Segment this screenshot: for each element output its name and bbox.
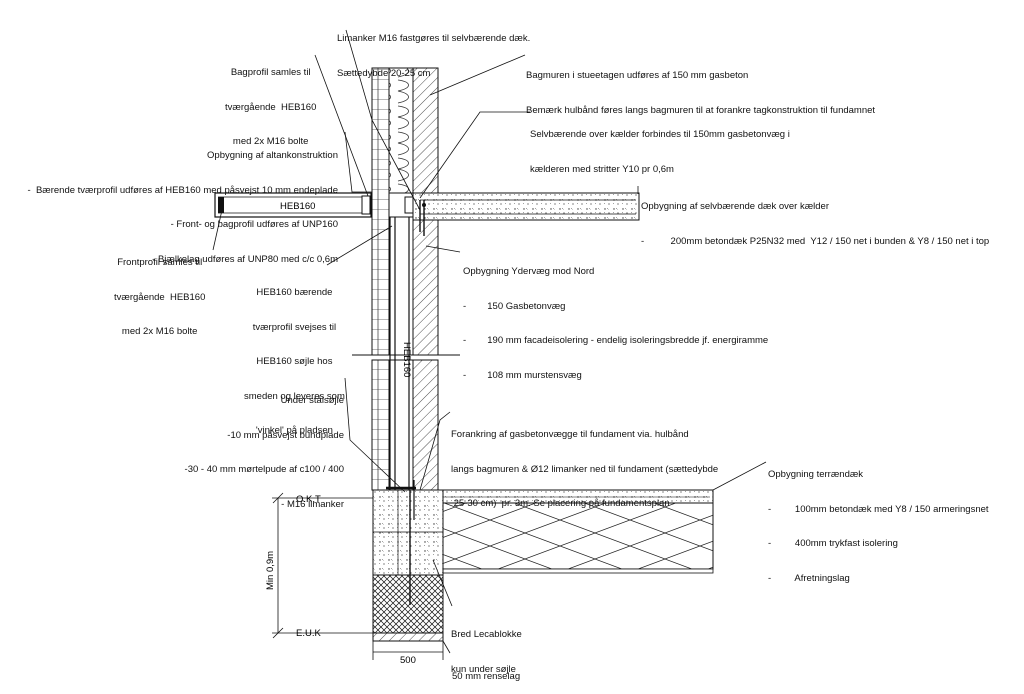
min-depth-label: Min 0,9m xyxy=(265,551,276,590)
terrain-deck xyxy=(412,489,714,574)
daek-note: Opbygning af selvbærende dæk over kælder… xyxy=(641,178,989,259)
bagprofil-line-2: tværgående HEB160 xyxy=(225,101,317,113)
under-staalsoejle-line-1: Under stålsøjle xyxy=(280,395,344,406)
limanker-note: Limanker M16 fastgøres til selvbærende d… xyxy=(337,10,530,91)
terraendaek-note: Opbygning terrændæk - 100mm betondæk med… xyxy=(768,446,989,596)
heb160-column xyxy=(386,214,416,490)
daek-line-2: - 200mm betondæk P25N32 med Y12 / 150 ne… xyxy=(641,235,990,247)
heb-soejle-line-3: HEB160 søjle hos xyxy=(256,356,333,367)
foundation xyxy=(372,480,444,642)
selvbaerende-line-1: Selvbærende over kælder forbindes til 15… xyxy=(530,129,790,140)
limanker-line-1: Limanker M16 fastgøres til selvbærende d… xyxy=(337,33,531,44)
forankring-line-3: 25-30 cm) pr. 3m. Se placering på fundam… xyxy=(451,498,670,509)
heb-soejle-note: HEB160 bærende tværprofil svejses til HE… xyxy=(244,264,345,448)
frontprofil-line-3: med 2x M16 bolte xyxy=(121,326,198,337)
okt-label: O.K.T xyxy=(296,494,321,505)
bagmuren-line-1: Bagmuren i stueetagen udføres af 150 mm … xyxy=(526,70,749,81)
bagmuren-note: Bagmuren i stueetagen udføres af 150 mm … xyxy=(526,47,875,128)
ydervaeg-note: Opbygning Ydervæg mod Nord - 150 Gasbeto… xyxy=(463,243,768,393)
limanker-line-2: Sættedybde 20-25 cm xyxy=(337,67,431,79)
heb-soejle-line-1: HEB160 bærende xyxy=(256,287,333,298)
altan-line-1: Opbygning af altankonstruktion xyxy=(207,150,338,161)
under-staalsoejle-note: Under stålsøjle -10 mm påsvejst bundplad… xyxy=(185,372,344,522)
ydervaeg-line-2: - 150 Gasbetonvæg xyxy=(463,300,566,312)
level-dimensions xyxy=(272,492,444,660)
selvbaerende-note: Selvbærende over kælder forbindes til 15… xyxy=(530,106,790,187)
forankring-line-1: Forankring af gasbetonvægge til fundamen… xyxy=(451,429,689,440)
under-staalsoejle-line-2: -10 mm påsvejst bundplade xyxy=(227,429,344,441)
altan-note: Opbygning af altankonstruktion - Bærende… xyxy=(28,127,339,277)
ydervaeg-line-4: - 108 mm murstensvæg xyxy=(463,369,582,381)
terraendaek-line-3: - 400mm trykfast isolering xyxy=(768,538,898,549)
bagmuren-line-2: Bemærk hulbånd føres langs bagmuren til … xyxy=(526,104,876,116)
construction-section-drawing: HEB160 HEB160 xyxy=(212,29,767,665)
terraendaek-line-4: - Afretningslag xyxy=(768,572,850,584)
altan-line-3: - Front- og bagprofil udføres af UNP160 xyxy=(170,219,338,230)
bagprofil-line-3: med 2x M16 bolte xyxy=(232,136,309,147)
lecablokke-line-1: Bred Lecablokke xyxy=(451,629,522,640)
heb-soejle-line-4: smeden og leveres som xyxy=(244,390,345,402)
euk-label: E.U.K xyxy=(296,628,321,639)
frontprofil-note: Frontprofil samles til tværgående HEB160… xyxy=(114,234,205,349)
renselag-line: 50 mm renselag xyxy=(452,671,521,682)
bagprofil-line-1: Bagprofil samles til xyxy=(230,67,311,78)
altan-beam xyxy=(214,192,414,218)
heb160-column-label: HEB160 xyxy=(401,342,412,377)
daek-line-1: Opbygning af selvbærende dæk over kælder xyxy=(641,201,829,212)
heb160-beam-label: HEB160 xyxy=(280,201,315,212)
renselag-note: 50 mm renselag xyxy=(452,648,520,694)
altan-line-4: - Bjælkelag udføres af UNP80 med c/c 0,6… xyxy=(152,253,338,265)
under-staalsoejle-line-3: -30 - 40 mm mørtelpude af c100 / 400 xyxy=(184,464,344,475)
under-staalsoejle-line-4: - M16 limanker xyxy=(281,498,344,510)
frontprofil-line-1: Frontprofil samles til xyxy=(117,257,203,268)
altan-line-2: - Bærende tværprofil udføres af HEB160 m… xyxy=(27,184,339,196)
bagprofil-note: Bagprofil samles til tværgående HEB160 m… xyxy=(225,44,316,159)
deck-over-basement xyxy=(412,192,640,236)
heb-soejle-line-5: 'vinkel' på pladsen xyxy=(255,425,333,436)
terraendaek-line-1: Opbygning terrændæk xyxy=(768,469,864,480)
ydervaeg-line-3: - 190 mm facadeisolering - endelig isole… xyxy=(463,335,769,346)
forankring-note: Forankring af gasbetonvægge til fundamen… xyxy=(451,406,718,521)
width-500-label: 500 xyxy=(400,655,416,665)
frontprofil-line-2: tværgående HEB160 xyxy=(114,291,206,303)
forankring-line-2: langs bagmuren & Ø12 limanker ned til fu… xyxy=(451,463,719,475)
selvbaerende-line-2: kælderen med stritter Y10 pr 0,6m xyxy=(530,163,674,175)
terraendaek-line-2: - 100mm betondæk med Y8 / 150 armeringsn… xyxy=(768,503,989,515)
heb-soejle-line-2: tværprofil svejses til xyxy=(252,321,337,333)
leader-lines xyxy=(212,29,767,654)
ydervaeg-line-1: Opbygning Ydervæg mod Nord xyxy=(463,266,595,277)
